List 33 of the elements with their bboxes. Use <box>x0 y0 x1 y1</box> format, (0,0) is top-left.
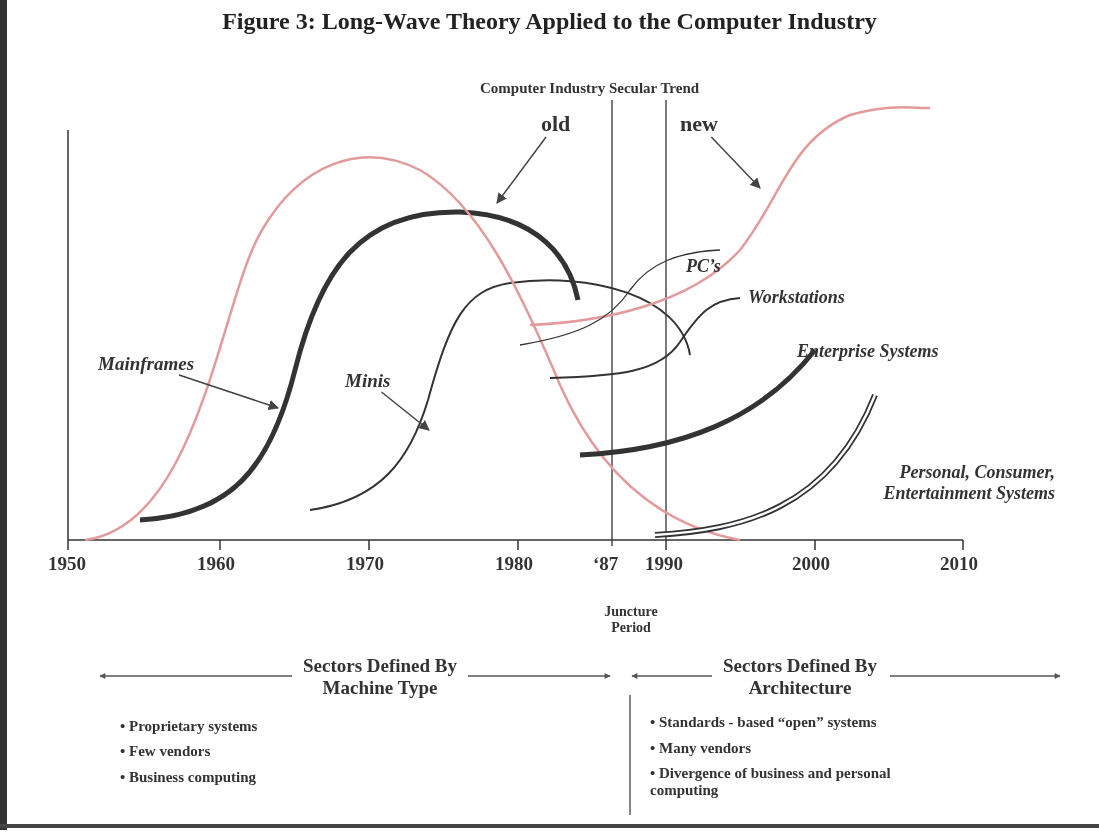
trend-curve <box>84 156 741 542</box>
bullet-item: • Few vendors <box>120 743 211 760</box>
axis-tick-label: 1960 <box>197 553 235 575</box>
axis-tick-label: ‘87 <box>593 553 619 575</box>
curve-label: Workstations <box>748 287 845 308</box>
axis-tick-label: 2010 <box>940 553 978 575</box>
chart-title: Figure 3: Long-Wave Theory Applied to the Computer Industry <box>221 8 878 35</box>
chart-subtitle: Computer Industry Secular Trend <box>480 80 700 97</box>
bullet-item: • Proprietary systems <box>120 718 258 735</box>
axis-tick-label: 1950 <box>48 553 86 575</box>
section-heading: Sectors Defined By Architecture <box>721 655 879 699</box>
axis-tick-label: 1970 <box>346 553 384 575</box>
curve-label: PC’s <box>686 256 721 277</box>
curve-label: new <box>680 111 718 137</box>
leader-arrow <box>178 374 279 410</box>
section-heading: Sectors Defined By Machine Type <box>301 655 459 699</box>
axis-tick-label: 2000 <box>792 553 830 575</box>
leader-arrow <box>710 136 761 189</box>
axis-tick-label: 1980 <box>495 553 533 575</box>
curve-label: Minis <box>345 370 391 392</box>
axis-tick-label: 1990 <box>645 553 683 575</box>
period-label: Juncture Period <box>603 604 659 637</box>
curve-label: Mainframes <box>98 353 195 375</box>
leader-arrow <box>380 391 430 431</box>
curve-label: old <box>541 111 571 137</box>
bullet-item: • Standards - based “open” systems <box>650 714 877 731</box>
growth-curve <box>654 393 878 538</box>
bullet-item: • Divergence of business and personal computing <box>650 765 892 800</box>
leader-arrow <box>496 136 547 204</box>
trend-curve <box>529 106 930 327</box>
bullet-item: • Business computing <box>120 769 257 786</box>
bullet-item: • Many vendors <box>650 740 752 757</box>
curve-label: Personal, Consumer, Entertainment Systems <box>882 462 1055 504</box>
